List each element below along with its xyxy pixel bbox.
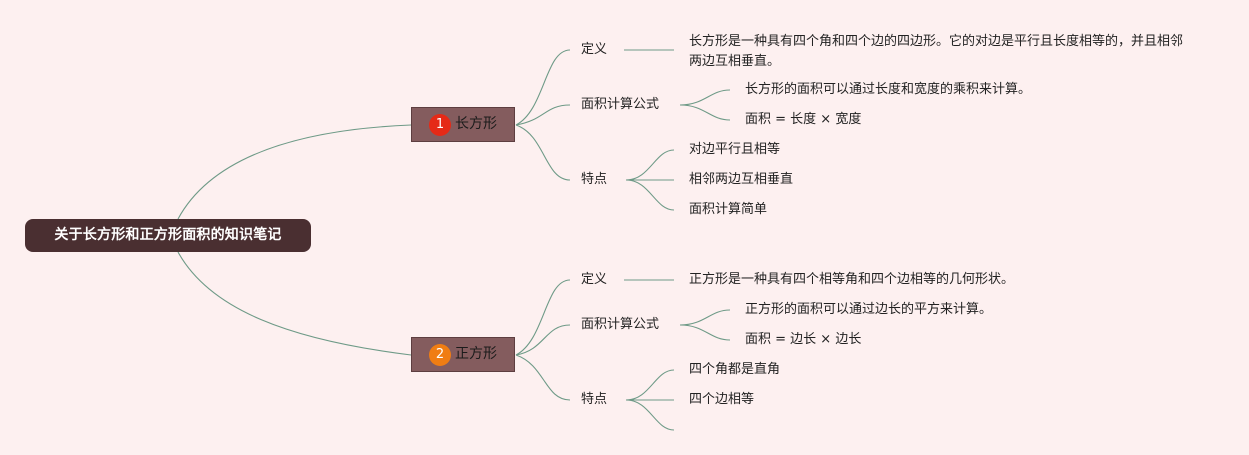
rect-feature-item-3[interactable]: 面积计算简单 bbox=[689, 202, 768, 217]
square-formula-label[interactable]: 面积计算公式 bbox=[581, 317, 660, 332]
connector-rect-formula-1 bbox=[679, 89, 731, 106]
topic-square[interactable]: 2 正方形 bbox=[411, 337, 515, 372]
connector-square-definition bbox=[515, 279, 571, 356]
rect-feature-label[interactable]: 特点 bbox=[581, 172, 608, 187]
rect-formula-item-1[interactable]: 长方形的面积可以通过长度和宽度的乘积来计算。 bbox=[745, 82, 1032, 97]
topic-rectangle[interactable]: 1 长方形 bbox=[411, 107, 515, 142]
connector-square-formula-2 bbox=[679, 324, 731, 341]
connector-square-formula bbox=[515, 324, 571, 356]
connector-square-feature-3 bbox=[625, 399, 675, 431]
topic-square-label: 正方形 bbox=[455, 346, 497, 362]
rect-feature-item-1[interactable]: 对边平行且相等 bbox=[689, 142, 781, 157]
rect-definition-text[interactable]: 长方形是一种具有四个角和四个边的四边形。它的对边是平行且长度相等的，并且相邻两边… bbox=[689, 34, 1184, 69]
rect-feature-item-2[interactable]: 相邻两边互相垂直 bbox=[689, 172, 794, 187]
connector-rect-feature-3 bbox=[625, 179, 675, 211]
square-formula-item-2[interactable]: 面积 = 边长 × 边长 bbox=[745, 332, 862, 347]
rect-definition-label[interactable]: 定义 bbox=[581, 42, 608, 57]
connector-rect-definition bbox=[515, 49, 571, 126]
priority-1-badge: 1 bbox=[429, 113, 451, 136]
connector-rect-formula bbox=[515, 104, 571, 126]
rect-formula-label[interactable]: 面积计算公式 bbox=[581, 97, 660, 112]
square-definition-label[interactable]: 定义 bbox=[581, 272, 608, 287]
topic-rectangle-label: 长方形 bbox=[455, 116, 497, 132]
connector-root-rect bbox=[177, 124, 412, 220]
rect-formula-item-2[interactable]: 面积 = 长度 × 宽度 bbox=[745, 112, 862, 127]
square-feature-item-2[interactable]: 四个边相等 bbox=[689, 392, 755, 407]
square-definition-text[interactable]: 正方形是一种具有四个相等角和四个边相等的几何形状。 bbox=[689, 272, 1015, 287]
square-feature-label[interactable]: 特点 bbox=[581, 392, 608, 407]
square-feature-item-1[interactable]: 四个角都是直角 bbox=[689, 362, 781, 377]
root-topic[interactable]: 关于长方形和正方形面积的知识笔记 bbox=[25, 219, 311, 252]
connector-square-feature bbox=[515, 354, 571, 401]
connector-square-formula-1 bbox=[679, 309, 731, 326]
connector-square-feature-1 bbox=[625, 369, 675, 401]
connector-rect-feature bbox=[515, 124, 571, 181]
connector-root-square bbox=[177, 251, 412, 356]
priority-2-badge: 2 bbox=[429, 343, 451, 366]
connector-rect-feature-1 bbox=[625, 149, 675, 181]
connector-rect-formula-2 bbox=[679, 104, 731, 121]
square-formula-item-1[interactable]: 正方形的面积可以通过边长的平方来计算。 bbox=[745, 302, 993, 317]
